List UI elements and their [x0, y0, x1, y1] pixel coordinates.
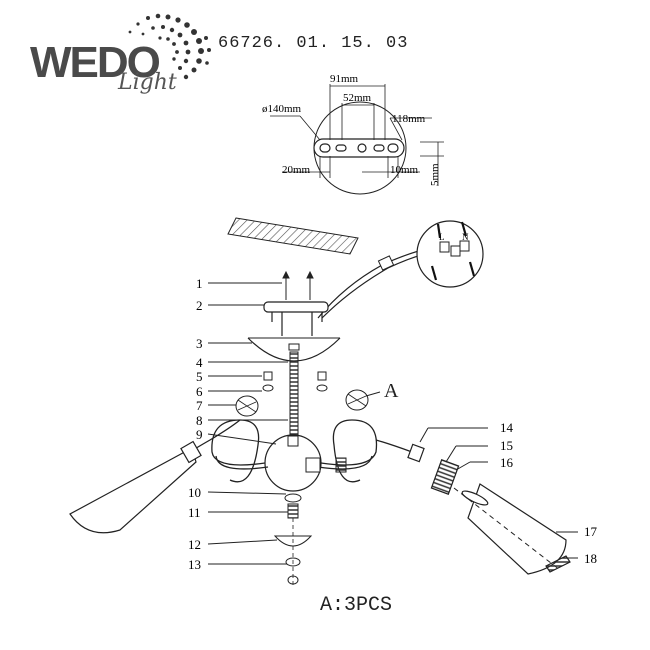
- part-label-12: 12: [188, 537, 201, 552]
- part-label-16: 16: [500, 455, 514, 470]
- logo-swirl-icon: [128, 13, 211, 80]
- part-label-13: 13: [188, 557, 201, 572]
- side-connector: [305, 457, 321, 473]
- part-number-labels: 1 2 3 4 5 6 7 8 9 10 11 12 13 14 15 16 1…: [188, 276, 598, 572]
- logo-wordmark: WEDO: [30, 38, 161, 87]
- part-label-7: 7: [196, 398, 203, 413]
- part-label-15: 15: [500, 438, 513, 453]
- dim-91-label: 91mm: [330, 73, 359, 85]
- part-label-3: 3: [196, 336, 203, 351]
- part-label-17: 17: [584, 524, 598, 539]
- terminal-wires: [430, 221, 476, 281]
- part-label-5: 5: [196, 369, 203, 384]
- terminal-block: [439, 240, 470, 257]
- mounting-plate-top-view: [270, 84, 444, 195]
- part-label-14: 14: [500, 420, 514, 435]
- dim-10-label: 10mm: [390, 164, 419, 176]
- detail-callout-label: A: [384, 380, 399, 402]
- cap-nuts: [262, 371, 328, 392]
- terminal-detail-circle: [416, 220, 484, 288]
- terminal-label-l: L: [439, 232, 445, 242]
- part-label-1: 1: [196, 276, 203, 291]
- dim-118-label: 118mm: [392, 113, 426, 125]
- dim-20-label: 20mm: [282, 164, 311, 176]
- part-label-8: 8: [196, 413, 203, 428]
- part-label-2: 2: [196, 298, 203, 313]
- part-label-6: 6: [196, 384, 203, 399]
- threaded-rod: [289, 351, 299, 437]
- dim-52-label: 52mm: [343, 92, 372, 104]
- dim-diameter-label: ø140mm: [262, 103, 302, 115]
- part-label-10: 10: [188, 485, 201, 500]
- ceiling-hatch: [227, 217, 359, 255]
- part-label-4: 4: [196, 355, 203, 370]
- model-number: 66726. 01. 15. 03: [218, 34, 409, 53]
- part-label-9: 9: [196, 427, 203, 442]
- canopy-nut: [288, 343, 300, 351]
- right-shade: [407, 443, 571, 575]
- lower-parts: [273, 493, 313, 588]
- screws: [282, 270, 314, 300]
- terminal-label-n: N: [462, 232, 469, 242]
- leader-lines: [207, 282, 578, 565]
- mounting-bracket: [263, 301, 329, 336]
- socket-a: [235, 389, 369, 417]
- logo-subtitle: Light: [118, 70, 177, 95]
- part-label-11: 11: [188, 505, 201, 520]
- part-label-18: 18: [584, 551, 597, 566]
- quantity-caption: A:3PCS: [320, 594, 393, 617]
- dim-5-label: 5mm: [429, 163, 441, 186]
- left-shade: [69, 440, 202, 534]
